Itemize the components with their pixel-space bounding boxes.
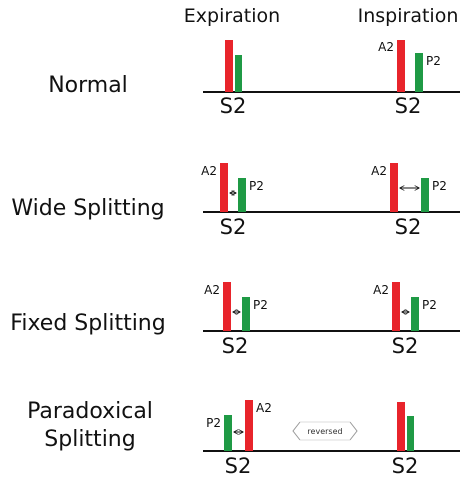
row-label-paradoxical: Paradoxical: [27, 399, 153, 424]
a2-bar: [397, 40, 405, 92]
a2-bar: [225, 40, 233, 92]
row-label-wide-splitting: Wide Splitting: [11, 196, 164, 221]
row-label-splitting: Splitting: [44, 427, 135, 452]
a2-bar: [220, 163, 228, 212]
expiration-header: Expiration: [184, 5, 280, 27]
row-wide-splitting: Wide Splitting A2 P2 S2 A2 P2 S2: [11, 163, 460, 239]
s2-label: S2: [222, 334, 249, 358]
p2-label: P2: [432, 179, 447, 193]
p2-bar: [415, 53, 423, 92]
row-normal: Normal S2 A2 P2 S2: [48, 40, 460, 118]
a2-label: A2: [373, 283, 389, 297]
a2-label: A2: [371, 164, 387, 178]
bracket-right: [349, 421, 358, 441]
p2-label: P2: [206, 416, 221, 430]
p2-bar: [421, 178, 429, 212]
p2-label: P2: [426, 54, 441, 68]
p2-bar: [224, 415, 232, 451]
p2-bar: [411, 297, 419, 331]
row-label-normal: Normal: [48, 73, 128, 98]
s2-label: S2: [395, 215, 422, 239]
row-paradoxical-splitting: Paradoxical Splitting P2 A2 S2 reversed …: [27, 399, 460, 478]
a2-bar: [245, 400, 253, 451]
p2-bar: [235, 55, 242, 92]
a2-label: A2: [256, 401, 272, 415]
row-label-fixed-splitting: Fixed Splitting: [10, 311, 165, 336]
inspiration-header: Inspiration: [358, 5, 459, 27]
p2-label: P2: [249, 179, 264, 193]
a2-bar: [392, 282, 400, 331]
bracket-left: [292, 421, 301, 441]
s2-label: S2: [395, 94, 422, 118]
p2-bar: [238, 178, 246, 212]
a2-bar: [390, 163, 398, 212]
p2-bar: [242, 297, 250, 331]
a2-label: A2: [201, 164, 217, 178]
s2-label: S2: [225, 454, 252, 478]
s2-label: S2: [220, 94, 247, 118]
reversed-label: reversed: [307, 427, 342, 436]
a2-label: A2: [378, 40, 394, 54]
s2-label: S2: [220, 215, 247, 239]
a2-bar: [223, 282, 231, 331]
a2-bar: [397, 402, 405, 451]
s2-label: S2: [392, 334, 419, 358]
row-fixed-splitting: Fixed Splitting A2 P2 S2 A2 P2 S2: [10, 282, 460, 358]
reversed-indicator: reversed: [292, 421, 358, 441]
p2-label: P2: [253, 298, 268, 312]
a2-label: A2: [204, 283, 220, 297]
p2-label: P2: [422, 298, 437, 312]
s2-label: S2: [392, 454, 419, 478]
p2-bar: [407, 416, 414, 451]
